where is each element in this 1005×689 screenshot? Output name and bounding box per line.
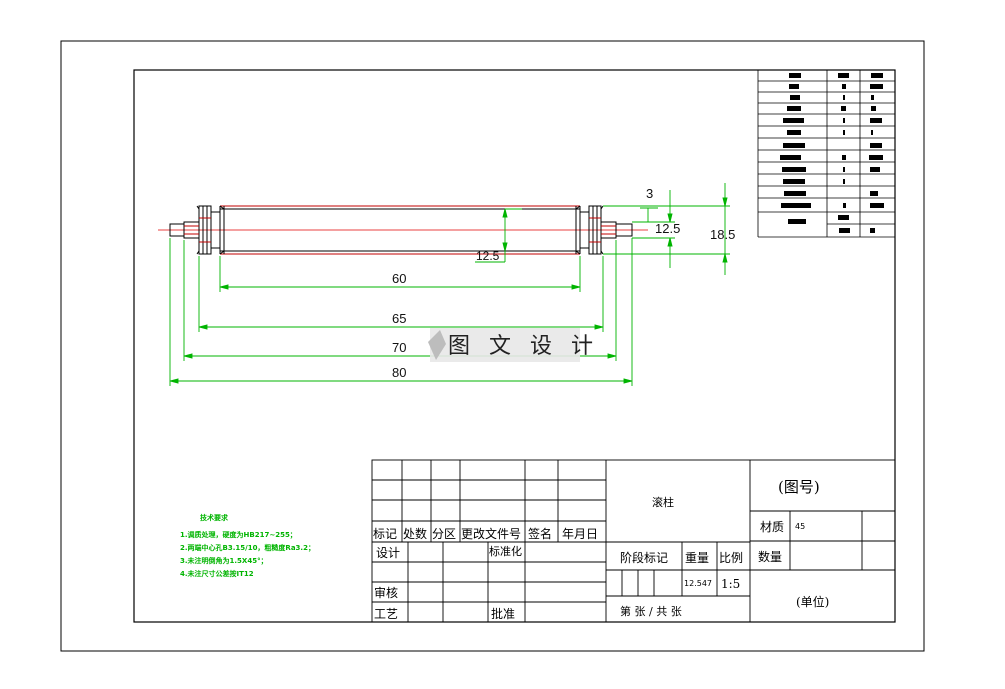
scale-label: 比例: [719, 551, 743, 565]
sheet-count: 第 张 / 共 张: [620, 604, 682, 618]
dimension-lines: [169, 183, 730, 386]
redacted-text-blocks: [780, 73, 884, 233]
drawing-number: (图号): [778, 478, 820, 496]
dim-60: 60: [392, 271, 406, 286]
title-block-grid: [371, 459, 896, 623]
dim-12-5-center: 12.5: [476, 249, 500, 263]
rev-header-doc: 更改文件号: [461, 526, 521, 541]
label-approve: 批准: [491, 606, 515, 621]
dim-80: 80: [392, 365, 406, 380]
revision-table-top: [757, 70, 895, 238]
weight-value: 12.547: [684, 579, 712, 588]
tech-note-3: 3.未注明倒角为1.5X45°；: [180, 556, 268, 565]
tech-note-2: 2.两端中心孔B3.15/10，粗糙度Ra3.2；: [180, 543, 315, 552]
unit-label: (单位): [796, 594, 829, 609]
left-shaft: [169, 221, 200, 239]
scale-value: 1:5: [721, 577, 740, 591]
watermark: 图 文 设 计: [428, 328, 599, 362]
dim-18-5: 18.5: [710, 227, 735, 242]
roller-part: [158, 205, 648, 255]
label-standardize: 标准化: [489, 544, 522, 558]
material-value: 45: [795, 522, 805, 531]
dim-3: 3: [646, 186, 653, 201]
rev-header-date: 年月日: [562, 527, 598, 541]
rev-header-mark: 标记: [373, 527, 397, 541]
tech-notes: 技术要求 1.调质处理，硬度为HB217~255； 2.两端中心孔B3.15/1…: [180, 513, 315, 578]
dim-65: 65: [392, 311, 406, 326]
stage-label: 阶段标记: [620, 550, 668, 565]
tech-note-4: 4.未注尺寸公差按IT12: [180, 569, 254, 578]
label-design: 设计: [376, 546, 400, 560]
dim-70: 70: [392, 340, 406, 355]
outer-frame: [60, 40, 925, 652]
watermark-text: 图 文 设 计: [448, 334, 599, 359]
tech-notes-title: 技术要求: [200, 513, 229, 522]
quantity-label: 数量: [758, 549, 782, 564]
tech-note-1: 1.调质处理，硬度为HB217~255；: [180, 530, 297, 539]
part-name: 滚柱: [652, 495, 674, 509]
label-process: 工艺: [374, 607, 398, 621]
dim-12-5-right: 12.5: [655, 221, 680, 236]
roller-body: [219, 205, 581, 255]
weight-label: 重量: [685, 551, 709, 565]
label-review: 审核: [374, 585, 398, 600]
rev-header-sign: 签名: [528, 526, 552, 541]
rev-header-zone: 分区: [432, 527, 456, 541]
right-shaft: [600, 221, 633, 239]
material-label: 材质: [760, 520, 784, 534]
rev-header-count: 处数: [403, 526, 427, 541]
